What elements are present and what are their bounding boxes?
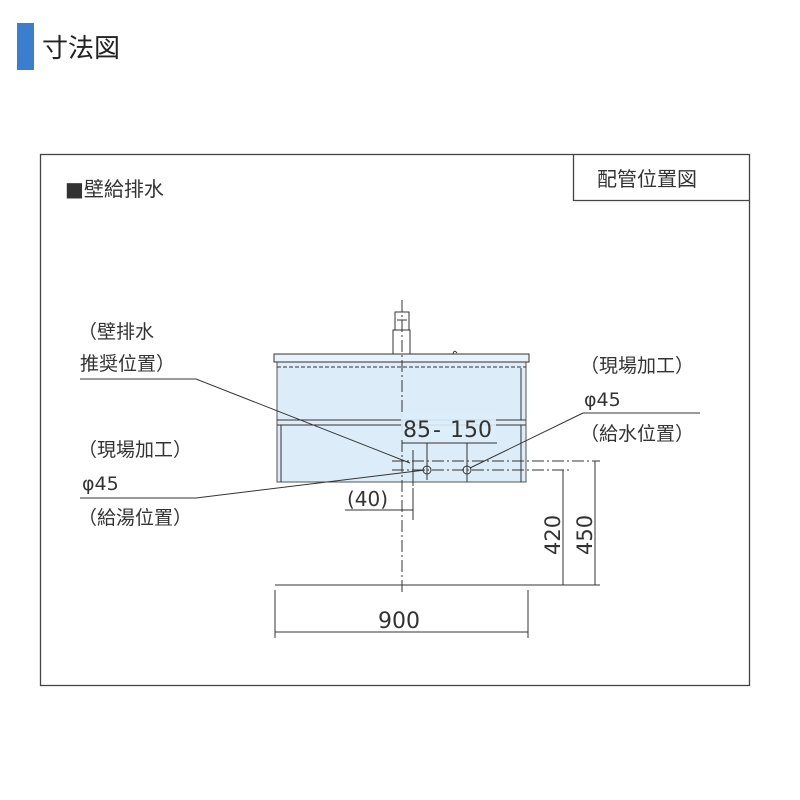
dim-420-450 (275, 461, 600, 586)
section-label: ■壁給排水 (65, 177, 164, 201)
dim-150: 150 (450, 418, 492, 443)
cold-label-1: （現場加工） (580, 355, 694, 377)
dim-85: 85 (403, 418, 431, 443)
header-accent-bar (17, 23, 34, 70)
drain-label-2: 推奨位置） (80, 353, 175, 375)
dim-450: 450 (573, 515, 597, 555)
dim-dash: - (433, 418, 441, 443)
cold-label-3: （給水位置） (580, 423, 694, 445)
dim-40: (40) (347, 487, 388, 511)
page-title: 寸法図 (42, 34, 121, 64)
view-label: 配管位置図 (597, 167, 697, 191)
dim-900-lines (274, 590, 529, 638)
leader-lines (80, 378, 700, 499)
dim-420: 420 (541, 515, 565, 555)
drain-label-1: （壁排水 (78, 321, 154, 343)
dim-85-150 (402, 442, 497, 520)
hot-label-3: （給湯位置） (78, 507, 192, 529)
hot-label-2: φ45 (82, 473, 119, 495)
view-label-box (572, 154, 750, 202)
hot-label-1: （現場加工） (78, 439, 192, 461)
cold-label-2: φ45 (584, 389, 621, 411)
diagram-frame (39, 153, 751, 687)
dim-900: 900 (378, 609, 420, 634)
